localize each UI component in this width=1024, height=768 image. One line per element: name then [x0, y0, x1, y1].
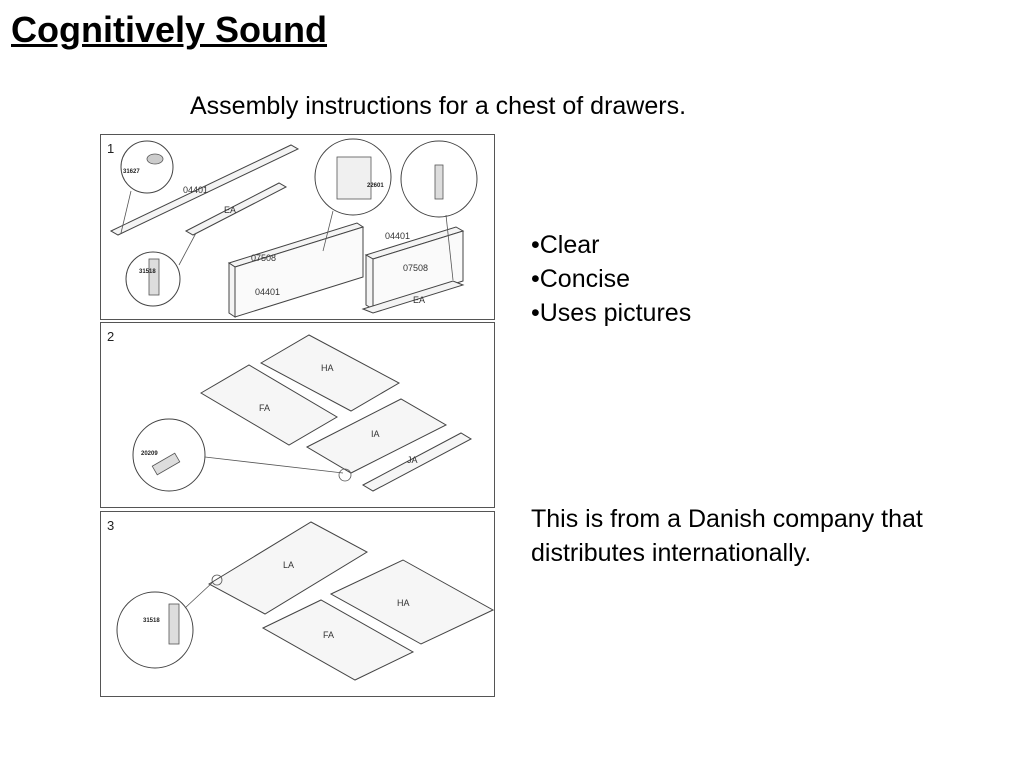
part-label: 04401 [255, 287, 280, 297]
step-number: 1 [107, 141, 114, 156]
part-label: EA [413, 295, 425, 305]
part-label: FA [323, 630, 334, 640]
assembly-instructions-figure: 1 [100, 134, 495, 700]
part-code: 31518 [139, 269, 156, 275]
step-2-diagram: 2 HA FA IA JA 20209 [107, 329, 473, 492]
part-label: FA [259, 403, 270, 413]
part-code: 20209 [141, 451, 158, 457]
slide-subtitle: Assembly instructions for a chest of dra… [190, 92, 687, 120]
part-label: JA [407, 455, 418, 465]
bullet-list: •Clear •Concise •Uses pictures [531, 228, 691, 330]
board-fa [261, 599, 415, 681]
callout-circle-31627 [120, 140, 174, 194]
part-label: 04401 [183, 185, 208, 195]
part-code: 22601 [367, 183, 384, 189]
step-number: 2 [107, 329, 114, 344]
board-ha [329, 559, 494, 645]
rail-board-ea [184, 182, 288, 236]
step-3-panel: 3 LA HA FA 31518 [100, 511, 495, 697]
part-label: EA [224, 205, 236, 215]
right-frame-left [365, 254, 374, 310]
right-frame-panel [372, 230, 464, 310]
step-1-panel: 1 [100, 134, 495, 320]
base-board-side [228, 262, 236, 318]
bullet-item: •Concise [531, 265, 631, 293]
part-label: HA [397, 598, 410, 608]
bullet-item: •Uses pictures [531, 299, 692, 327]
part-code: 31518 [143, 618, 160, 624]
part-label: 04401 [385, 231, 410, 241]
right-frame-base [361, 280, 465, 314]
part-label: 07508 [251, 253, 276, 263]
part-label: IA [371, 429, 380, 439]
part-label: 07508 [403, 263, 428, 273]
note-text: This is from a Danish company that distr… [531, 505, 923, 567]
rail-board-top [109, 144, 300, 236]
slide-title: Cognitively Sound [11, 9, 328, 50]
board-ia [305, 398, 448, 474]
board-la [207, 521, 369, 615]
callout-circle-20209 [132, 418, 206, 492]
step-3-diagram: 3 LA HA FA 31518 [107, 518, 494, 681]
side-panel-07508 [234, 226, 364, 318]
callout-circle-31518 [116, 591, 194, 669]
board-ha [259, 334, 401, 412]
board-fa [200, 364, 338, 446]
part-label: HA [321, 363, 334, 373]
step-2-panel: 2 HA FA IA JA 20209 [100, 322, 495, 508]
board-ja [361, 432, 473, 492]
step-number: 3 [107, 518, 114, 533]
bullet-item: •Clear [531, 231, 600, 259]
step-1-diagram: 1 [107, 138, 478, 318]
part-code: 31627 [123, 169, 140, 175]
part-label: LA [283, 560, 294, 570]
